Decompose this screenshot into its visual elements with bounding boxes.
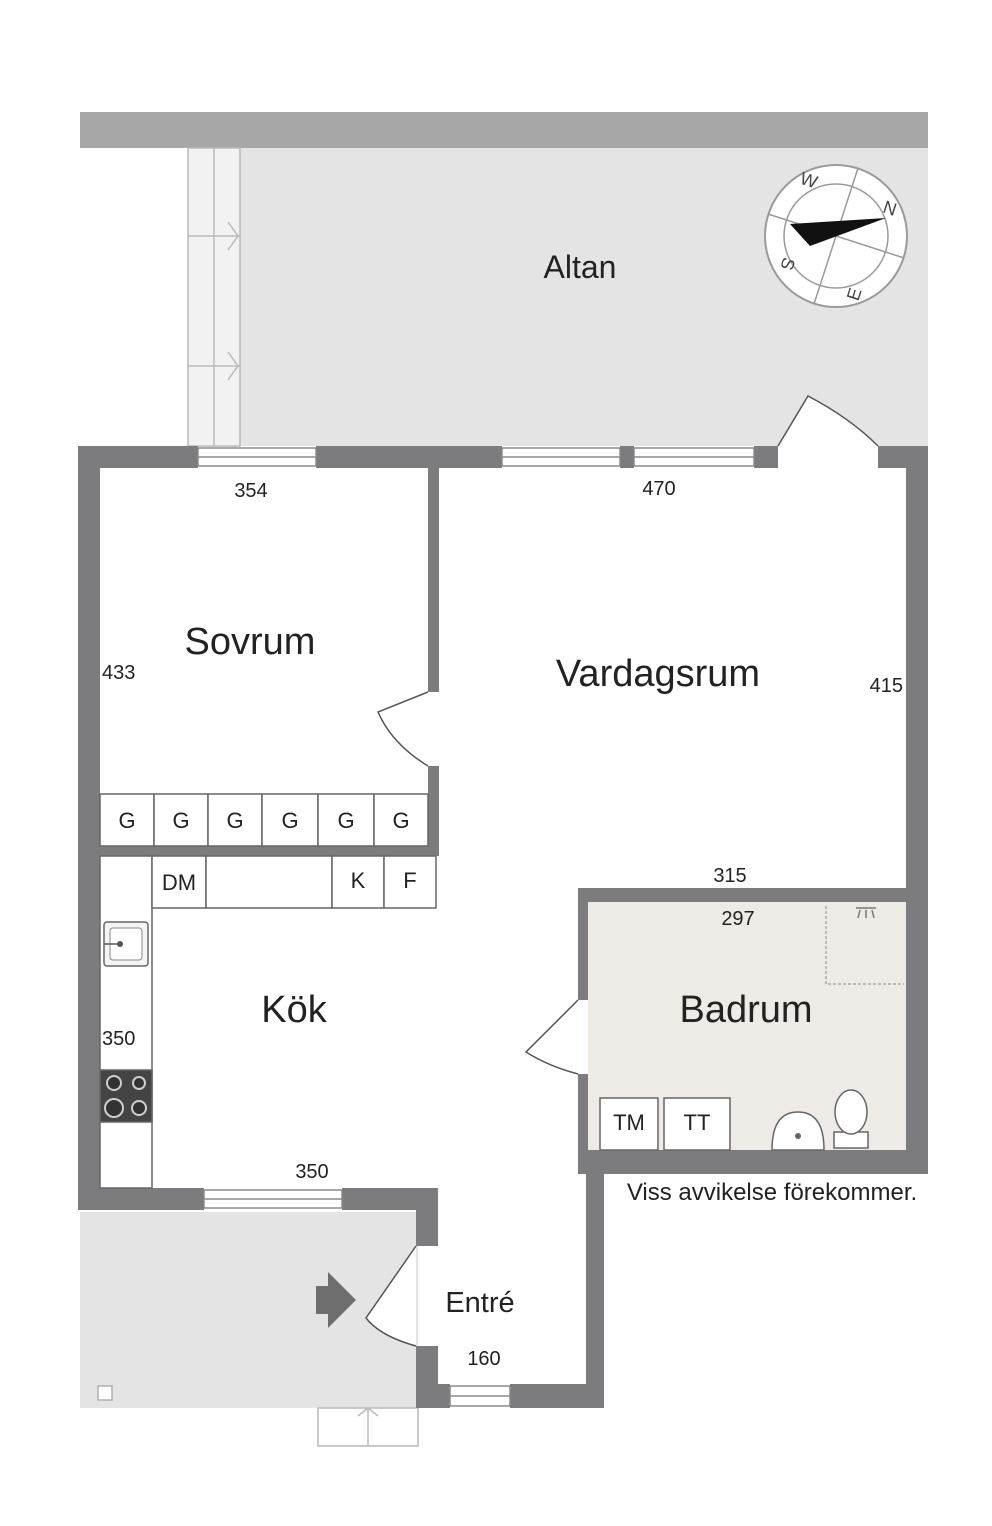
kitchen-counters: DM K F	[99, 855, 437, 1189]
balcony-steps	[187, 147, 241, 447]
disclaimer-text: Viss avvikelse förekommer.	[627, 1179, 917, 1206]
dim-kok-height: 350	[102, 1028, 135, 1050]
stove-icon	[99, 1069, 153, 1123]
entrance-porch	[80, 1212, 419, 1447]
bathroom-fixtures: TM TT	[599, 906, 904, 1151]
wardrobe-3	[207, 793, 263, 847]
dim-badrum-outer-width: 315	[713, 865, 746, 887]
bedroom-door	[377, 691, 429, 767]
wardrobe-1-label: G	[118, 808, 135, 833]
wardrobe-5	[317, 793, 375, 847]
kitchen-sink-icon	[103, 921, 149, 967]
compass-e-label: E	[843, 285, 866, 303]
vardagsrum-label: Vardagsrum	[556, 653, 760, 695]
counter-left	[99, 855, 153, 1189]
wardrobe-2	[153, 793, 209, 847]
washing-machine-label: TM	[613, 1110, 645, 1135]
shower-head-icon	[856, 907, 876, 919]
porch-steps	[317, 1407, 419, 1447]
dim-entre-width: 160	[467, 1348, 500, 1370]
entre-label: Entré	[445, 1287, 514, 1319]
compass-w-label: W	[798, 168, 820, 192]
windows	[197, 447, 755, 1407]
altan-label: Altan	[544, 249, 617, 285]
balcony-door	[777, 395, 879, 447]
compass-n-label: N	[881, 197, 900, 220]
dishwasher-label: DM	[162, 870, 196, 895]
wardrobe-4	[261, 793, 319, 847]
doors	[365, 395, 879, 1347]
entrance-door	[365, 1245, 417, 1347]
washing-machine	[599, 1097, 659, 1151]
wardrobe-4-label: G	[281, 808, 298, 833]
porch-floor	[80, 1212, 418, 1408]
badrum-label: Badrum	[679, 989, 812, 1031]
wardrobe-5-label: G	[337, 808, 354, 833]
compass-s-label: S	[776, 255, 799, 273]
wardrobe-6-label: G	[392, 808, 409, 833]
walls	[78, 446, 928, 1408]
dryer-label: TT	[684, 1110, 711, 1135]
kok-label: Kök	[261, 989, 327, 1031]
wardrobe-6	[373, 793, 429, 847]
entrance-arrow-icon	[316, 1272, 356, 1328]
fridge-label: K	[351, 868, 366, 893]
sovrum-label: Sovrum	[185, 621, 316, 663]
compass-inner-ring	[783, 183, 889, 289]
wardrobe-3-label: G	[226, 808, 243, 833]
balcony-roof-edge	[80, 112, 928, 148]
dim-sovrum-height: 433	[102, 662, 135, 684]
toilet-icon	[833, 1089, 869, 1149]
washbasin-icon	[771, 1111, 825, 1151]
dim-vardagsrum-height: 415	[870, 675, 903, 697]
wardrobe-1	[99, 793, 155, 847]
compass-rose: N W S E	[764, 164, 908, 308]
shower-area	[825, 906, 904, 985]
dim-sovrum-width: 354	[234, 480, 267, 502]
dim-kok-width: 350	[295, 1161, 328, 1183]
dim-badrum-inner-width: 297	[721, 908, 754, 930]
wardrobe-row: G G G G G G	[99, 793, 429, 847]
dryer	[663, 1097, 731, 1151]
counter-top	[205, 855, 333, 909]
dim-vardagsrum-width: 470	[642, 478, 675, 500]
freezer-label: F	[403, 868, 416, 893]
bathroom-door	[524, 999, 579, 1075]
freezer	[383, 855, 437, 909]
compass-needle	[790, 218, 886, 246]
wardrobe-2-label: G	[172, 808, 189, 833]
porch-light	[97, 1385, 113, 1401]
